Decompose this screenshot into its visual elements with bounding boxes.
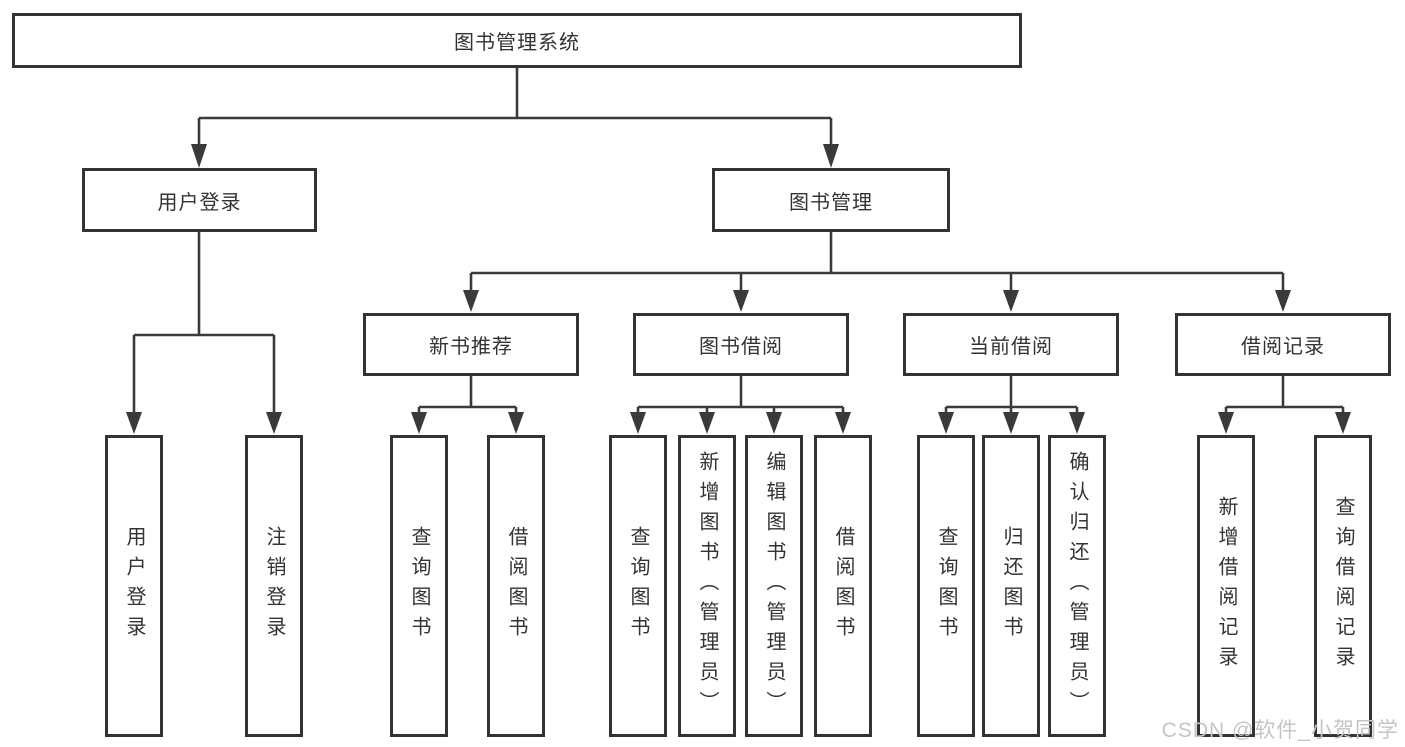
leaf-query-books-borrow-label: 查询图书 <box>627 526 649 646</box>
node-book-borrow-label: 图书借阅 <box>699 336 783 358</box>
node-user-login: 用户登录 <box>82 168 317 232</box>
node-current-borrow-label: 当前借阅 <box>969 336 1053 358</box>
leaf-query-books-current: 查询图书 <box>917 435 975 737</box>
leaf-add-borrow-record-label: 新增借阅记录 <box>1215 496 1237 676</box>
leaf-add-books-admin-label: 新增图书（管理员） <box>696 451 718 721</box>
leaf-user-login: 用户登录 <box>105 435 163 737</box>
leaf-logout: 注销登录 <box>245 435 303 737</box>
csdn-watermark: CSDN @软件_小贺同学 <box>1161 719 1399 742</box>
leaf-borrow-books: 借阅图书 <box>814 435 872 737</box>
node-new-book-recommend-label: 新书推荐 <box>429 336 513 358</box>
leaf-query-books-recommend: 查询图书 <box>390 435 448 737</box>
leaf-borrow-books-recommend: 借阅图书 <box>487 435 545 737</box>
leaf-edit-books-admin-label: 编辑图书（管理员） <box>763 451 785 721</box>
leaf-query-books-borrow: 查询图书 <box>609 435 667 737</box>
leaf-borrow-books-label: 借阅图书 <box>832 526 854 646</box>
leaf-query-books-current-label: 查询图书 <box>935 526 957 646</box>
leaf-add-books-admin: 新增图书（管理员） <box>678 435 736 737</box>
node-new-book-recommend: 新书推荐 <box>363 313 579 376</box>
node-borrow-record-label: 借阅记录 <box>1241 336 1325 358</box>
leaf-query-books-recommend-label: 查询图书 <box>408 526 430 646</box>
node-book-management: 图书管理 <box>712 168 950 232</box>
leaf-confirm-return-admin-label: 确认归还（管理员） <box>1066 451 1088 721</box>
node-book-borrow: 图书借阅 <box>633 313 849 376</box>
leaf-user-login-label: 用户登录 <box>123 526 145 646</box>
node-borrow-record: 借阅记录 <box>1175 313 1391 376</box>
leaf-edit-books-admin: 编辑图书（管理员） <box>745 435 803 737</box>
node-book-management-label: 图书管理 <box>789 191 873 214</box>
leaf-add-borrow-record: 新增借阅记录 <box>1197 435 1255 737</box>
leaf-return-books-label: 归还图书 <box>1000 526 1022 646</box>
node-root: 图书管理系统 <box>12 13 1022 68</box>
leaf-return-books: 归还图书 <box>982 435 1040 737</box>
leaf-borrow-books-recommend-label: 借阅图书 <box>505 526 527 646</box>
leaf-query-borrow-record: 查询借阅记录 <box>1314 435 1372 737</box>
node-current-borrow: 当前借阅 <box>903 313 1119 376</box>
node-root-label: 图书管理系统 <box>454 32 580 54</box>
arrowheads <box>126 144 1351 434</box>
node-user-login-label: 用户登录 <box>157 191 242 214</box>
leaf-query-borrow-record-label: 查询借阅记录 <box>1332 496 1354 676</box>
leaf-logout-label: 注销登录 <box>263 526 285 646</box>
leaf-confirm-return-admin: 确认归还（管理员） <box>1048 435 1106 737</box>
